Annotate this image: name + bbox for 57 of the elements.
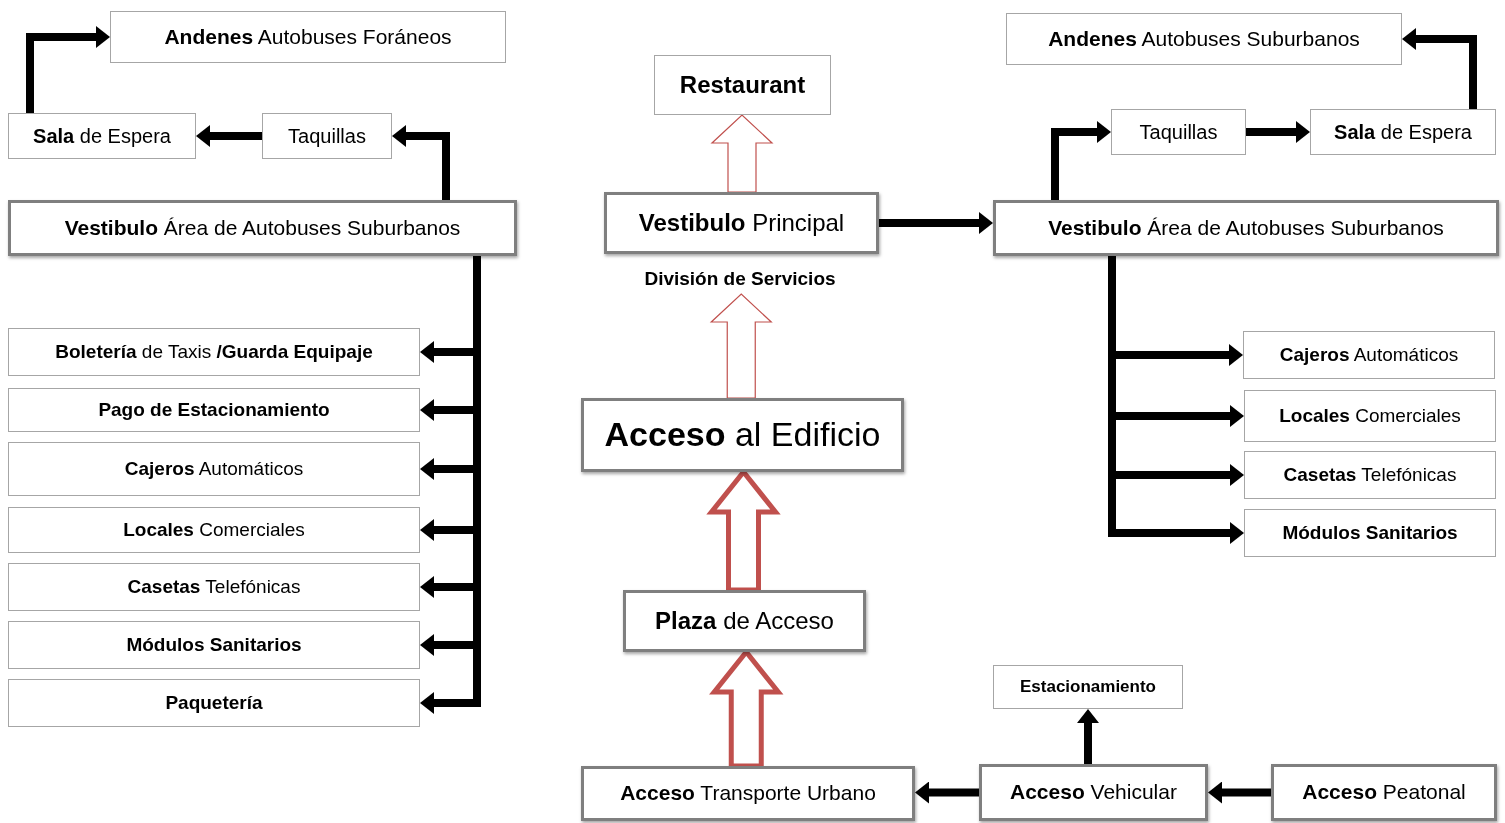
box-label: Acceso Vehicular (1010, 780, 1177, 805)
box-label: Pago de Estacionamiento (98, 399, 330, 421)
box-label: Acceso al Edificio (604, 415, 881, 455)
process-box (8, 679, 420, 727)
box-label: Estacionamiento (1019, 677, 1156, 697)
box-label: Locales Comerciales (1279, 405, 1461, 427)
process-box (604, 192, 879, 254)
process-box (993, 200, 1499, 256)
process-box (8, 328, 420, 376)
process-box (8, 200, 517, 256)
box-label: Locales Comerciales (123, 519, 305, 541)
process-box (1243, 331, 1495, 379)
process-box (1006, 13, 1402, 65)
block-arrow (709, 293, 773, 399)
process-box (1244, 390, 1496, 442)
box-label: Plaza de Acceso (655, 607, 834, 635)
process-box (993, 665, 1183, 709)
box-label: Casetas Telefónicas (1283, 464, 1457, 486)
box-label: Taquillas (1139, 120, 1218, 144)
box-label: Módulos Sanitarios (1282, 522, 1458, 544)
process-box (8, 388, 420, 432)
box-label: Sala de Espera (33, 124, 171, 148)
box-label: Andenes Autobuses Foráneos (164, 24, 452, 50)
box-label: Casetas Telefónicas (127, 576, 301, 598)
process-box (1271, 764, 1497, 821)
process-box (110, 11, 506, 63)
box-label: Vestibulo Principal (638, 209, 845, 237)
process-box (1244, 451, 1496, 499)
box-label: Paquetería (165, 692, 263, 714)
process-box (654, 55, 831, 115)
box-label: Vestibulo Área de Autobuses Suburbanos (64, 215, 461, 241)
process-box (623, 590, 866, 652)
box-label: Cajeros Automáticos (124, 458, 304, 480)
box-label: Taquillas (288, 124, 366, 148)
box-label: Vestibulo Área de Autobuses Suburbanos (1048, 215, 1444, 241)
section-label: División de Servicios (644, 268, 836, 290)
process-box (8, 113, 196, 159)
box-label: Módulos Sanitarios (126, 634, 302, 656)
box-label: Andenes Autobuses Suburbanos (1048, 26, 1360, 52)
process-box (8, 621, 420, 669)
process-box (1111, 109, 1246, 155)
box-label: Acceso Transporte Urbano (620, 781, 876, 806)
process-box (581, 766, 915, 821)
process-box (262, 113, 392, 159)
process-box (1244, 509, 1496, 557)
box-label: Cajeros Automáticos (1279, 344, 1459, 366)
process-box (581, 398, 904, 472)
box-label: Boletería de Taxis /Guarda Equipaje (55, 341, 373, 363)
box-label: Sala de Espera (1334, 120, 1472, 144)
box-label: Acceso Peatonal (1302, 780, 1466, 805)
box-label: Restaurant (679, 71, 806, 99)
process-box (8, 507, 420, 553)
process-box (8, 442, 420, 496)
process-box (8, 563, 420, 611)
process-box (979, 764, 1208, 821)
block-arrow (710, 114, 774, 193)
process-box (1310, 109, 1496, 155)
